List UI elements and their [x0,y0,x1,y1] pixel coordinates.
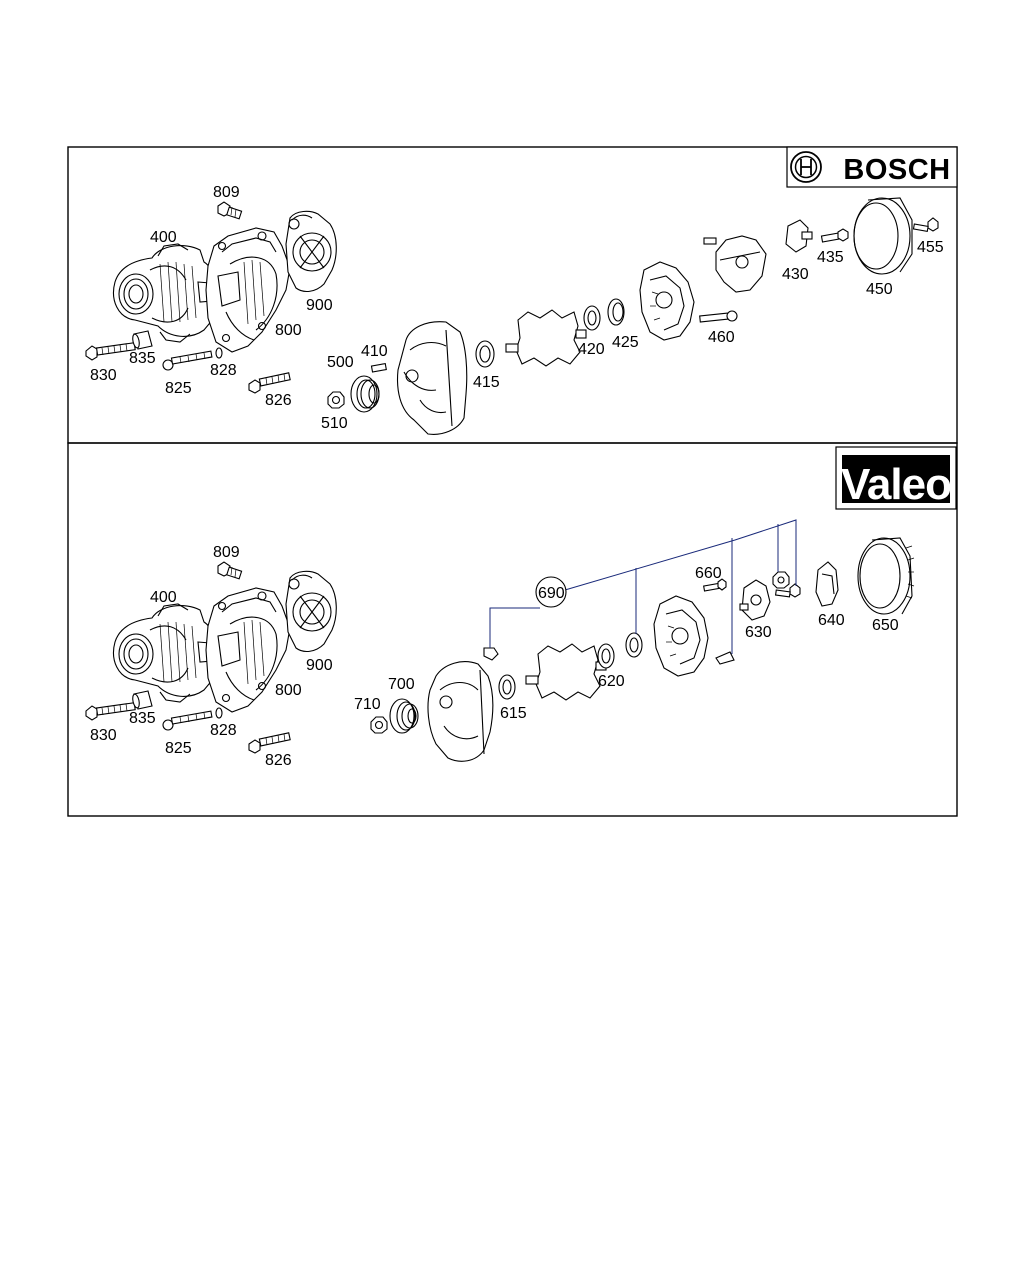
label-460: 460 [708,329,735,346]
part-415 [475,340,495,368]
label-809: 809 [213,184,240,201]
part-435 [820,228,849,243]
part-rotor-valeo [525,643,607,701]
part-screw-valeo [774,583,801,598]
part-bearing-valeo [625,632,643,658]
part-430 [785,219,813,253]
label-830: 830 [90,727,117,744]
label-900: 900 [306,657,333,674]
part-690-clip [483,647,499,661]
part-650 [857,537,915,615]
label-400: 400 [150,589,177,606]
label-620: 620 [598,673,625,690]
bosch-logo-text: BOSCH [843,154,950,186]
part-terminal-valeo [715,651,735,665]
label-430: 430 [782,266,809,283]
label-700: 700 [388,676,415,693]
label-809: 809 [213,544,240,561]
part-front-housing [396,321,468,435]
label-826: 826 [265,392,292,409]
part-rotor [505,309,587,367]
label-450: 450 [866,281,893,298]
leader-690 [489,519,797,654]
part-510 [327,391,345,409]
part-front-housing-valeo [427,661,494,762]
part-710 [370,716,388,734]
part-615 [498,674,516,700]
label-828: 828 [210,722,237,739]
label-828: 828 [210,362,237,379]
label-435: 435 [817,249,844,266]
part-rear-housing [639,261,695,341]
part-700 [389,698,419,734]
valeo-panel: 809 400 900 800 830 835 825 828 826 690 … [85,519,915,769]
bosch-panel: 809 400 900 800 830 835 825 828 826 500 … [85,184,944,435]
part-660 [703,578,727,592]
label-415: 415 [473,374,500,391]
part-420 [583,305,601,331]
part-450 [853,197,913,275]
label-835: 835 [129,350,156,367]
label-650: 650 [872,617,899,634]
label-800: 800 [275,322,302,339]
label-660: 660 [695,565,722,582]
label-640: 640 [818,612,845,629]
label-800: 800 [275,682,302,699]
label-400: 400 [150,229,177,246]
part-630 [739,579,771,621]
label-510: 510 [321,415,348,432]
part-640 [815,561,839,607]
label-690: 690 [538,585,565,602]
part-460 [699,310,738,323]
part-410 [370,362,387,373]
label-835: 835 [129,710,156,727]
part-regulator [703,235,767,293]
label-900: 900 [306,297,333,314]
part-500 [350,375,380,413]
label-425: 425 [612,334,639,351]
valeo-logo-text: Valeo [841,460,951,509]
label-410: 410 [361,343,388,360]
part-455 [912,217,939,233]
label-630: 630 [745,624,772,641]
label-420: 420 [578,341,605,358]
part-nut-valeo [772,571,790,589]
part-rear-housing-valeo [653,595,709,677]
label-825: 825 [165,740,192,757]
valeo-panel-frame [67,442,958,817]
label-455: 455 [917,239,944,256]
valeo-logo: Valeo [835,446,957,510]
label-826: 826 [265,752,292,769]
label-710: 710 [354,696,381,713]
label-500: 500 [327,354,354,371]
label-825: 825 [165,380,192,397]
bosch-logo: BOSCH [786,146,958,188]
part-425 [607,298,625,326]
label-615: 615 [500,705,527,722]
part-620 [597,643,615,669]
label-830: 830 [90,367,117,384]
